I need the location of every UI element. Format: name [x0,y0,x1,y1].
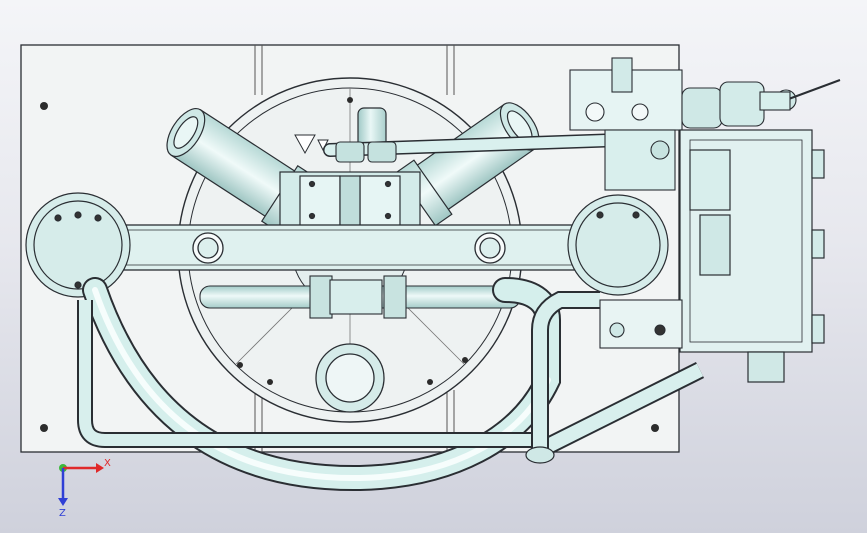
right-diagonal-pipe [525,291,705,464]
left-motor [25,192,131,298]
right-motor [567,194,669,296]
lower-manifold-pipe [199,275,521,319]
z-axis-label: Z [59,508,66,519]
center-ring-fitting [315,343,385,413]
central-valve-block [279,107,421,231]
coordinate-triad: X Z [58,458,111,519]
valve-assembly [569,57,841,191]
cross-beam [44,224,651,271]
left-loop-pipe [77,300,540,448]
x-axis-label: X [104,458,111,469]
side-bracket [599,299,683,349]
electrical-enclosure [679,129,825,383]
